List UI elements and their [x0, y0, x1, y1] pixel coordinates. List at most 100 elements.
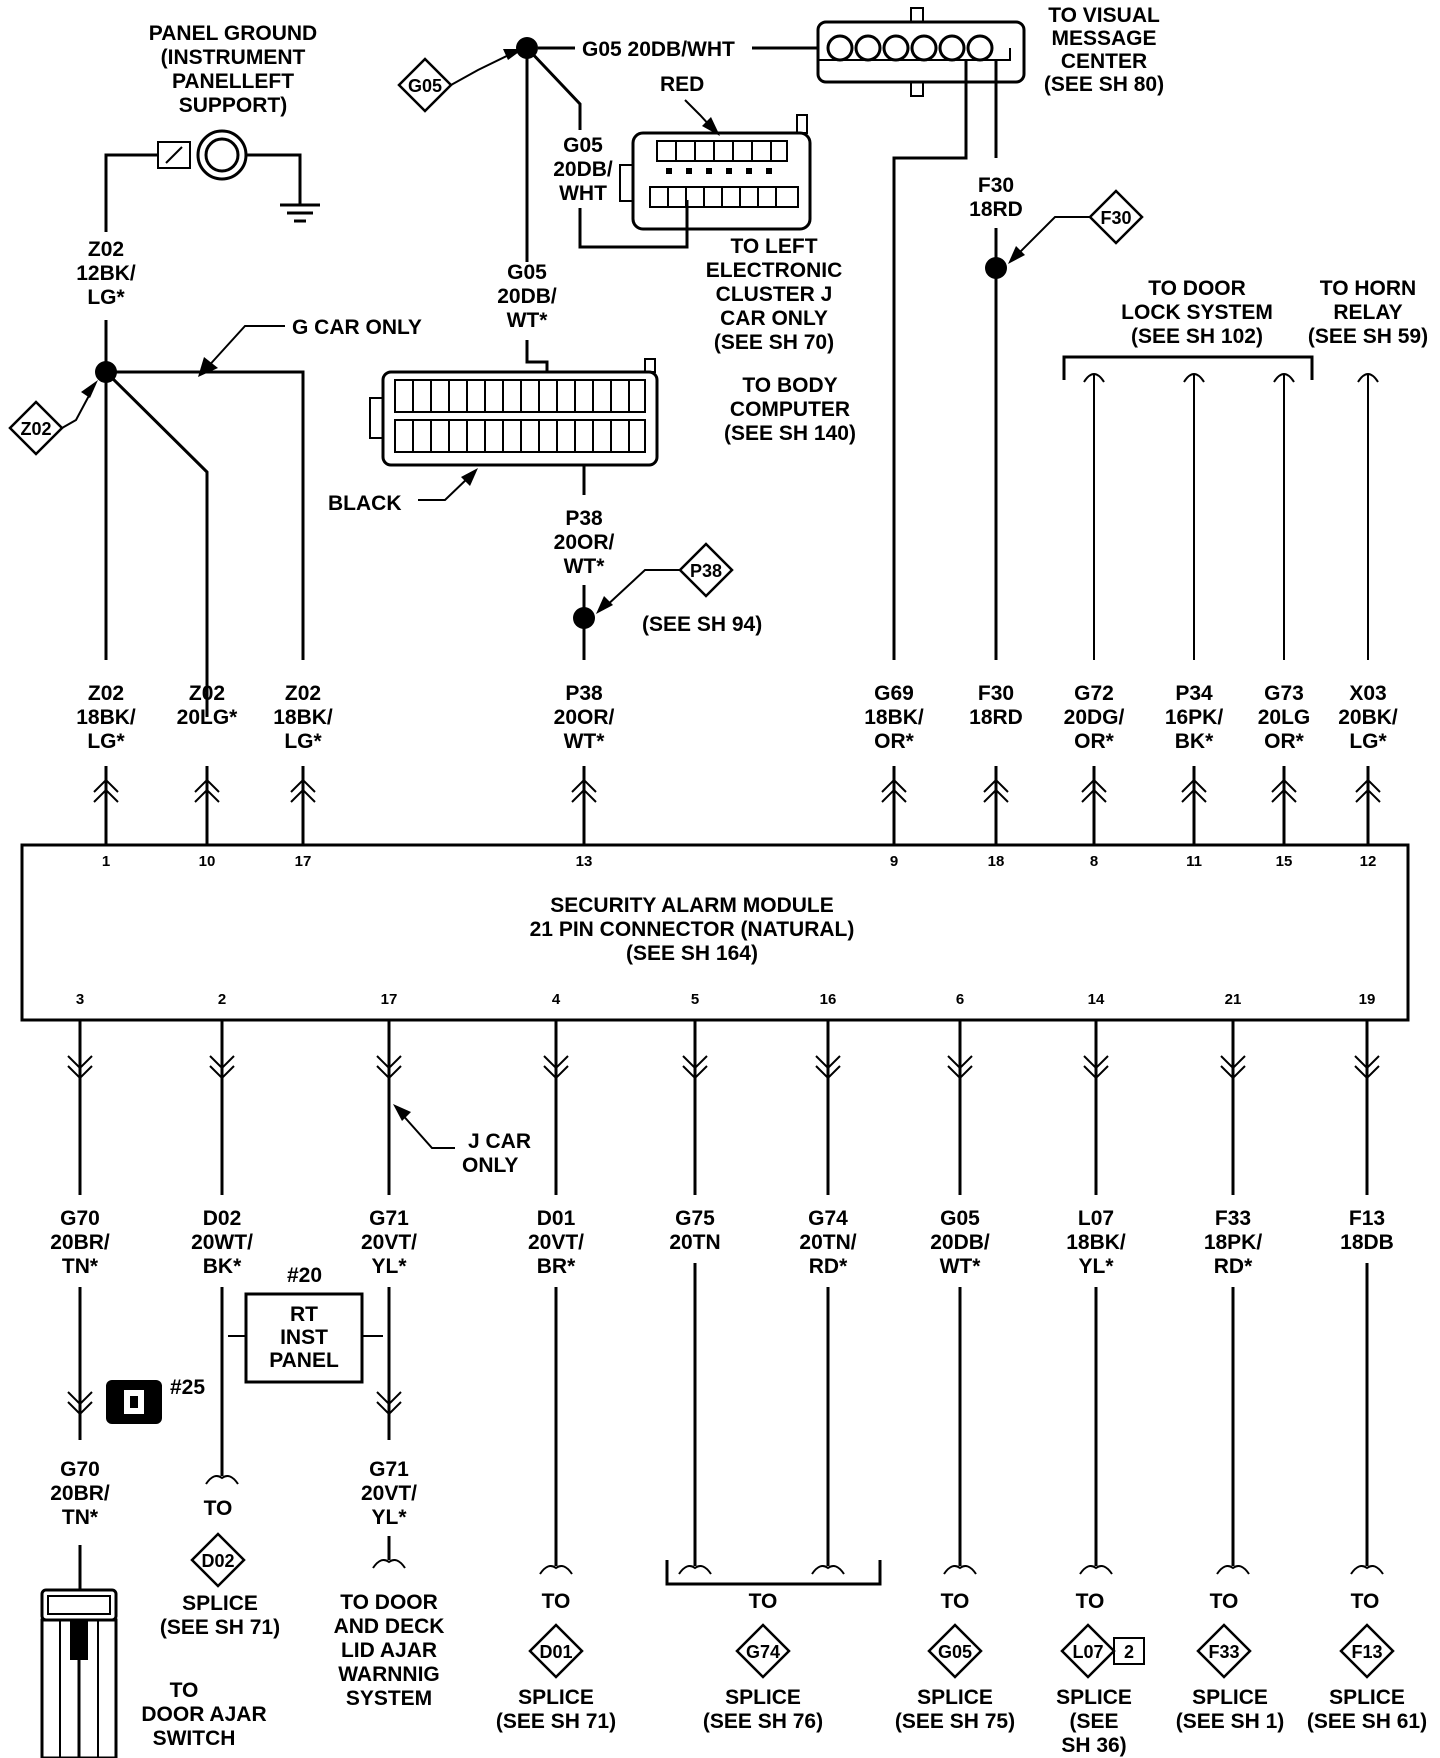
wire-label-line: 20LG	[1258, 706, 1311, 729]
wire-label-line: G69	[874, 682, 914, 705]
wire-label-line: 20WT/	[191, 1231, 253, 1254]
female-terminal-icon	[1083, 373, 1379, 660]
wire-label-line: OR*	[874, 730, 915, 753]
wire-label-line: G71	[369, 1207, 409, 1230]
female-terminal-icon	[678, 1565, 712, 1575]
door-lock-label: TO DOOR LOCK SYSTEM (SEE SH 102)	[1121, 277, 1273, 348]
wire-label-line: WT*	[564, 555, 606, 578]
female-terminal-icon	[372, 1559, 406, 1569]
pin-number: 12	[1360, 853, 1377, 870]
splice-label: SPLICE (SEE SH 71)	[496, 1686, 616, 1733]
wire-label-line: RD*	[1214, 1255, 1253, 1278]
arrow-head	[702, 117, 720, 136]
wire-z02-ground	[104, 153, 158, 232]
wire-label-line: 20BR/	[50, 1482, 110, 1505]
door-lock-bracket	[1062, 355, 1314, 380]
connector-chevron-icon	[290, 766, 316, 845]
wire-label-line: 12BK/	[76, 262, 136, 285]
panel-ground-line: PANEL GROUND	[149, 22, 317, 45]
splice-label: SPLICE (SEE SH 76)	[703, 1686, 823, 1733]
wire-g05-cluster	[578, 200, 689, 249]
wire-label-line: P38	[565, 682, 603, 705]
vmc-line: CENTER	[1061, 50, 1147, 73]
wire-label-line: D02	[203, 1207, 242, 1230]
splice-label: SPLICE (SEE SH 61)	[1307, 1686, 1427, 1733]
arrow-head	[461, 468, 478, 486]
wire-label-line: 20BK/	[1338, 706, 1398, 729]
splice-line: SPLICE	[518, 1686, 594, 1709]
connector-chevron-icon	[1220, 1020, 1246, 1195]
diamond-label: F33	[1208, 1642, 1239, 1662]
diamond-g05-top: G05	[397, 49, 523, 113]
connector-chevron-icon	[881, 766, 907, 845]
ground-eyelet-icon	[157, 129, 248, 181]
visual-message-center-connector-icon	[816, 7, 1026, 97]
wire-label-line: P34	[1175, 682, 1213, 705]
module-line: SECURITY ALARM MODULE	[550, 894, 834, 917]
connector-chevron-icon	[1355, 766, 1381, 845]
ground-symbol-icon	[246, 153, 320, 223]
door-lock-line: LOCK SYSTEM	[1121, 301, 1273, 324]
door-deck-line: SYSTEM	[346, 1687, 432, 1710]
left-cluster-line: (SEE SH 70)	[714, 331, 834, 354]
connector-chevron-icon	[1081, 766, 1107, 845]
splice-label: SPLICE (SEE SH 36)	[1056, 1686, 1132, 1757]
diamond-label: F13	[1351, 1642, 1382, 1662]
wire-z02-g-car	[106, 370, 305, 660]
wire-label-line: G75	[675, 1207, 715, 1230]
door-deck-line: WARNNIG	[338, 1663, 440, 1686]
door-ajar-line: TO	[170, 1679, 199, 1702]
diamond-label: Z02	[20, 419, 51, 439]
rt-inst-panel-number: #20	[287, 1264, 322, 1287]
pin-number: 5	[691, 991, 699, 1008]
left-cluster-line: CLUSTER J	[716, 283, 833, 306]
wire-label-line: G05	[940, 1207, 980, 1230]
diamond-g74: G74	[735, 1623, 791, 1679]
wire-z02-20lg	[104, 370, 209, 717]
wire-label-line: LG*	[1349, 730, 1387, 753]
pin-number: 13	[576, 853, 593, 870]
wire-label-line: YL*	[1078, 1255, 1114, 1278]
security-alarm-module	[20, 843, 1410, 1022]
left-cluster-connector-icon	[619, 114, 812, 231]
wire-label-line: 20OR/	[554, 531, 615, 554]
p38-upper-wire-label: P38 20OR/ WT*	[554, 507, 615, 578]
connector-chevron-icon	[194, 766, 220, 845]
wire-label-line: YL*	[371, 1506, 407, 1529]
wire-label-line: WT*	[507, 309, 549, 332]
connector-chevron-icon	[93, 766, 119, 845]
wire-label-line: 18PK/	[1204, 1231, 1263, 1254]
wire-label-line: OR*	[1264, 730, 1305, 753]
diamond-g05-bottom: G05	[927, 1623, 983, 1679]
bottom-connector-stubs	[67, 1020, 1380, 1195]
wire-label-line: 20DB/	[930, 1231, 990, 1254]
wire-label-line: 16PK/	[1165, 706, 1224, 729]
pin-number: 17	[381, 991, 398, 1008]
door-deck-label: TO DOOR AND DECK LID AJAR WARNNIG SYSTEM	[334, 1591, 445, 1710]
body-computer-connector-icon	[369, 358, 659, 467]
door-ajar-line: DOOR AJAR	[141, 1703, 266, 1726]
rt-inst-line: PANEL	[269, 1349, 339, 1372]
pin-number: 2	[218, 991, 226, 1008]
female-terminal-icon	[1350, 1565, 1384, 1575]
diamond-label: F30	[1100, 208, 1131, 228]
j-car-line: J CAR	[468, 1130, 531, 1153]
diamond-label: D02	[201, 1551, 234, 1571]
horn-relay-line: (SEE SH 59)	[1308, 325, 1428, 348]
female-terminal-icon	[1216, 1565, 1250, 1575]
module-line: 21 PIN CONNECTOR (NATURAL)	[530, 918, 855, 941]
top-connector-stubs	[93, 766, 1381, 845]
wire-label-line: F13	[1349, 1207, 1385, 1230]
door-ajar-switch-icon	[40, 1588, 118, 1758]
diamond-label: D01	[539, 1642, 572, 1662]
wire-label-line: 20BR/	[50, 1231, 110, 1254]
connector-chevron-icon	[376, 1391, 402, 1416]
wire-label-line: 18DB	[1340, 1231, 1394, 1254]
pin-number: 8	[1090, 853, 1098, 870]
wire-label-line: OR*	[1074, 730, 1115, 753]
g71-lower-wire-label: G71 20VT/ YL*	[361, 1458, 417, 1529]
red-label: RED	[660, 73, 704, 96]
f30-upper-wire-label: F30 18RD	[969, 174, 1023, 221]
pin-number: 1	[102, 853, 110, 870]
wire-label-line: 20LG*	[177, 706, 239, 729]
